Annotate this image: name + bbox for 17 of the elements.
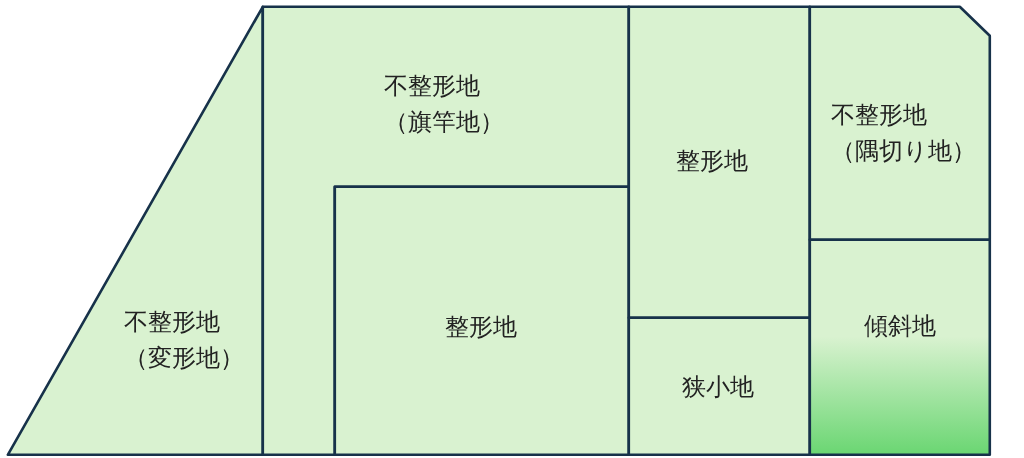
plot-label: 傾斜地 xyxy=(864,311,936,342)
plot-label: （隅切り地） xyxy=(831,136,977,167)
land-plot xyxy=(627,316,812,457)
plot-label: 狭小地 xyxy=(682,372,754,403)
land-plot xyxy=(627,5,812,320)
plot-label: （旗竿地） xyxy=(384,107,504,138)
land-plot xyxy=(261,5,631,457)
land-plot xyxy=(808,5,992,242)
land-plot xyxy=(808,238,992,457)
plot-label: 不整形地 xyxy=(384,71,480,102)
plot-label: 整形地 xyxy=(676,146,748,177)
plot-label: 整形地 xyxy=(445,312,517,343)
land-plot xyxy=(333,185,631,457)
plot-label: 不整形地 xyxy=(831,100,928,131)
plot-label: 不整形地 xyxy=(124,307,220,338)
land-plot xyxy=(6,5,265,457)
plot-label: （変形地） xyxy=(124,343,244,374)
